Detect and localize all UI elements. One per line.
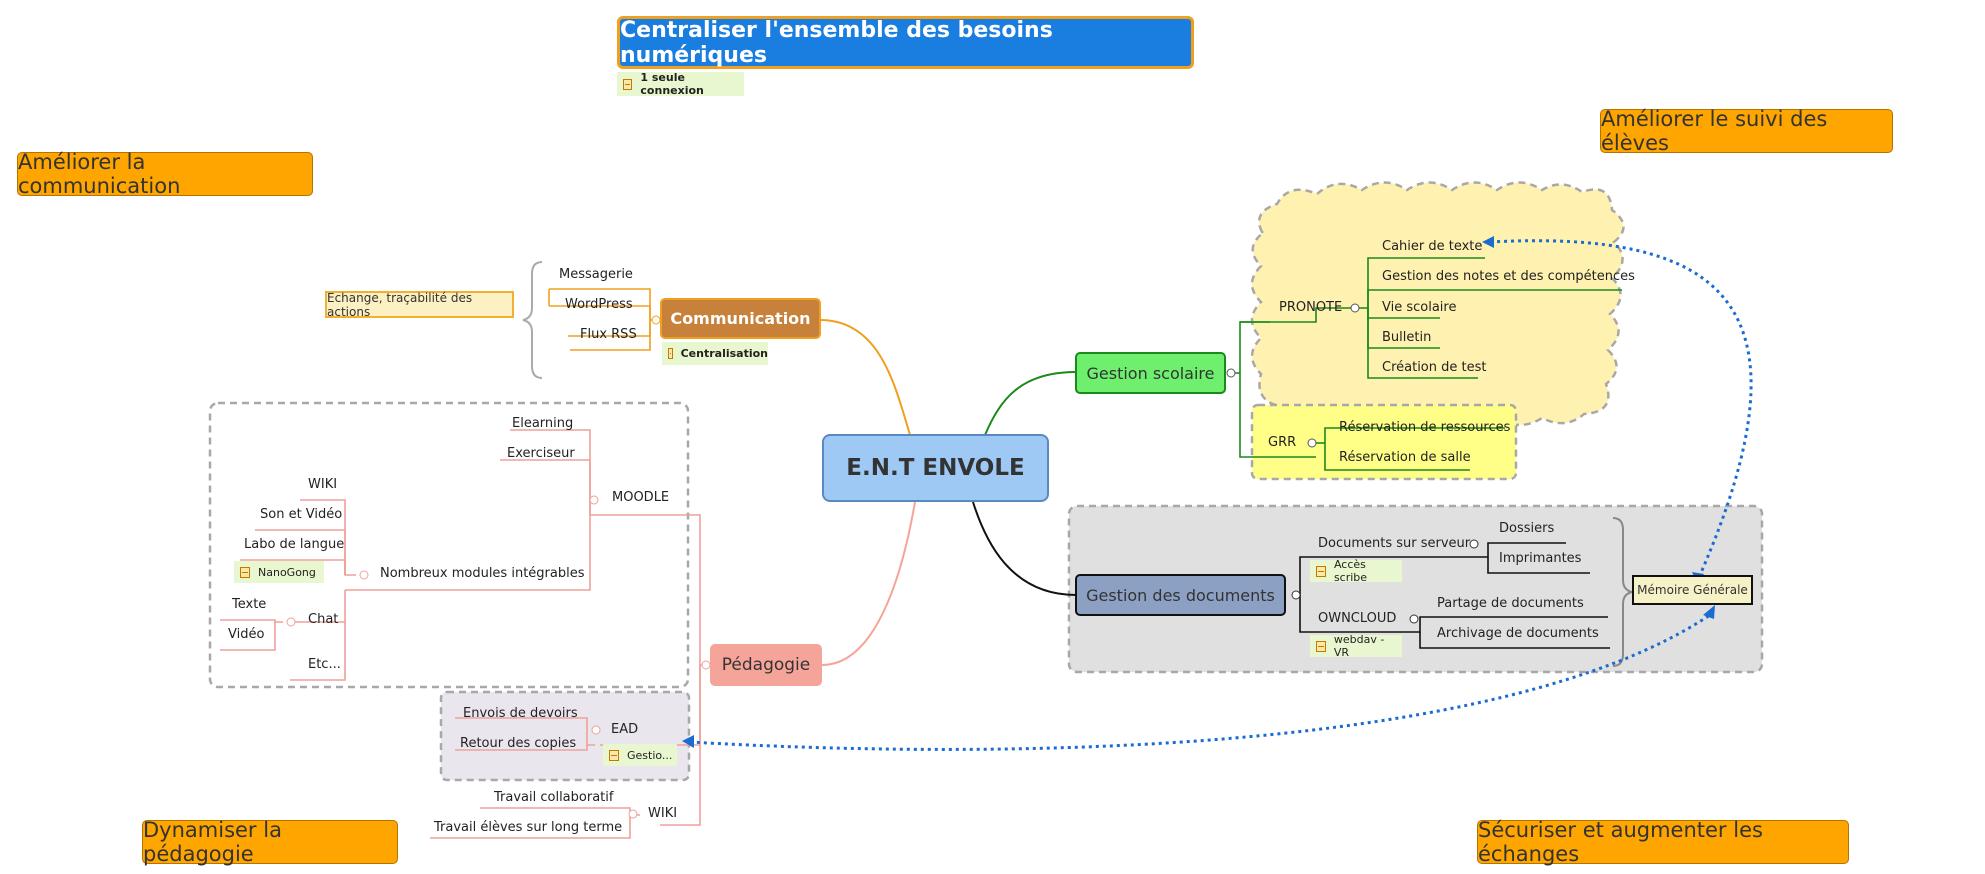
pronote-label: PRONOTE xyxy=(1279,300,1343,315)
docs-owncloud-note-text: webdav - VR xyxy=(1333,633,1385,659)
goal-communication-label: Améliorer la communication xyxy=(18,150,181,198)
pedagogie-label: Pédagogie xyxy=(721,655,811,675)
branch-gestion-documents xyxy=(972,501,1077,596)
docs-item-archivage: Archivage de documents xyxy=(1437,626,1599,641)
main-title-text: Centraliser l'ensemble des besoins numér… xyxy=(620,17,1053,68)
pronote-item-notes: Gestion des notes et des compétences xyxy=(1382,269,1635,284)
module-wiki: WIKI xyxy=(308,477,338,492)
goal-communication[interactable]: Améliorer la communication xyxy=(17,150,313,198)
module-etc: Etc... xyxy=(308,657,341,672)
pronote-cloud-boundary xyxy=(1250,181,1625,427)
chat-label: Chat xyxy=(308,612,339,627)
communication-label: Communication xyxy=(670,309,811,328)
ead-note: Gestio... xyxy=(603,744,677,766)
branch-communication xyxy=(819,319,911,436)
docs-owncloud-label: OWNCLOUD xyxy=(1318,611,1397,626)
communication-brace xyxy=(522,261,543,379)
comm-item-messagerie: Messagerie xyxy=(559,267,633,282)
gestion-documents-label: Gestion des documents xyxy=(1086,585,1275,605)
branch-pedagogie xyxy=(821,501,916,666)
pronote-item-test: Création de test xyxy=(1382,360,1487,375)
memoire-generale-node[interactable]: Mémoire Générale xyxy=(1632,575,1753,605)
pronote-item-bulletin: Bulletin xyxy=(1382,330,1432,345)
moodle-label: MOODLE xyxy=(612,490,670,505)
goal-pedagogie[interactable]: Dynamiser la pédagogie xyxy=(142,818,398,866)
communication-summary-text: Echange, traçabilité des actions xyxy=(327,290,473,319)
nanogong-text: NanoGong xyxy=(258,565,316,579)
docs-item-partage: Partage de documents xyxy=(1437,596,1584,611)
comm-item-fluxrss: Flux RSS xyxy=(580,327,637,342)
grr-label: GRR xyxy=(1268,435,1297,450)
note-icon xyxy=(623,78,633,90)
docs-item-imprimantes: Imprimantes xyxy=(1499,551,1582,566)
branch-gestion-scolaire xyxy=(984,371,1077,436)
communication-note: Centralisation xyxy=(662,342,768,365)
goal-pedagogie-label: Dynamiser la pédagogie xyxy=(143,818,282,866)
moodle-boundary xyxy=(208,401,690,689)
docs-item-dossiers: Dossiers xyxy=(1499,521,1555,536)
goal-echanges[interactable]: Sécuriser et augmenter les échanges xyxy=(1477,818,1849,866)
module-son-video: Son et Vidéo xyxy=(260,507,343,522)
center-node[interactable]: E.N.T ENVOLE xyxy=(822,434,1049,502)
communication-summary[interactable]: Echange, traçabilité des actions xyxy=(325,290,514,319)
ead-label: EAD xyxy=(611,722,639,737)
moodle-item-exerciseur: Exerciseur xyxy=(507,446,575,461)
ead-item-envois: Envois de devoirs xyxy=(463,706,578,721)
wiki-item-long-terme: Travail élèves sur long terme xyxy=(434,820,623,835)
goal-suivi[interactable]: Améliorer le suivi des élèves xyxy=(1600,107,1893,155)
note-icon xyxy=(668,348,673,359)
pronote-item-cahier: Cahier de texte xyxy=(1382,239,1483,254)
chat-item-texte: Texte xyxy=(232,597,267,612)
docs-owncloud-note: webdav - VR xyxy=(1310,633,1402,659)
documents-boundary xyxy=(1067,504,1764,674)
communication-node[interactable]: Communication xyxy=(660,298,821,339)
wiki-label: WIKI xyxy=(648,806,678,821)
title-note-text: 1 seule connexion xyxy=(640,71,704,97)
ead-note-text: Gestio... xyxy=(627,748,673,762)
title-note: 1 seule connexion xyxy=(617,71,744,97)
module-labo-langue: Labo de langue xyxy=(244,537,345,552)
grr-boundary xyxy=(1250,403,1518,481)
note-icon xyxy=(1316,640,1326,652)
relation-cahier-memoire xyxy=(1489,239,1753,576)
note-icon xyxy=(1316,565,1326,577)
note-icon xyxy=(609,749,619,761)
docs-serveur-note-text: Accès scribe xyxy=(1333,558,1368,584)
moodle-item-elearning: Elearning xyxy=(512,416,574,431)
goal-echanges-label: Sécuriser et augmenter les échanges xyxy=(1478,818,1763,866)
comm-item-wordpress: WordPress xyxy=(565,297,633,312)
gestion-scolaire-node[interactable]: Gestion scolaire xyxy=(1075,352,1226,394)
wiki-item-collaboratif: Travail collaboratif xyxy=(494,790,614,805)
pedagogie-node[interactable]: Pédagogie xyxy=(710,644,822,686)
goal-suivi-label: Améliorer le suivi des élèves xyxy=(1601,107,1828,155)
relation-ead-memoire xyxy=(689,613,1711,751)
grr-item-salle: Réservation de salle xyxy=(1339,450,1471,465)
main-title[interactable]: Centraliser l'ensemble des besoins numér… xyxy=(617,16,1194,69)
communication-note-text: Centralisation xyxy=(680,347,768,360)
center-node-label: E.N.T ENVOLE xyxy=(846,455,1025,481)
grr-item-ressources: Réservation de ressources xyxy=(1339,420,1511,435)
ead-item-retour: Retour des copies xyxy=(460,736,577,751)
docs-serveur-note: Accès scribe xyxy=(1310,558,1402,584)
memoire-generale-label: Mémoire Générale xyxy=(1637,583,1748,597)
pronote-item-vie: Vie scolaire xyxy=(1382,300,1457,315)
gestion-scolaire-label: Gestion scolaire xyxy=(1086,363,1215,383)
chat-item-video: Vidéo xyxy=(228,627,265,642)
docs-serveur-label: Documents sur serveur xyxy=(1318,536,1471,551)
note-icon xyxy=(240,566,250,578)
modules-label: Nombreux modules intégrables xyxy=(380,566,585,581)
module-nanogong-note: NanoGong xyxy=(234,561,324,583)
gestion-documents-node[interactable]: Gestion des documents xyxy=(1075,574,1286,616)
